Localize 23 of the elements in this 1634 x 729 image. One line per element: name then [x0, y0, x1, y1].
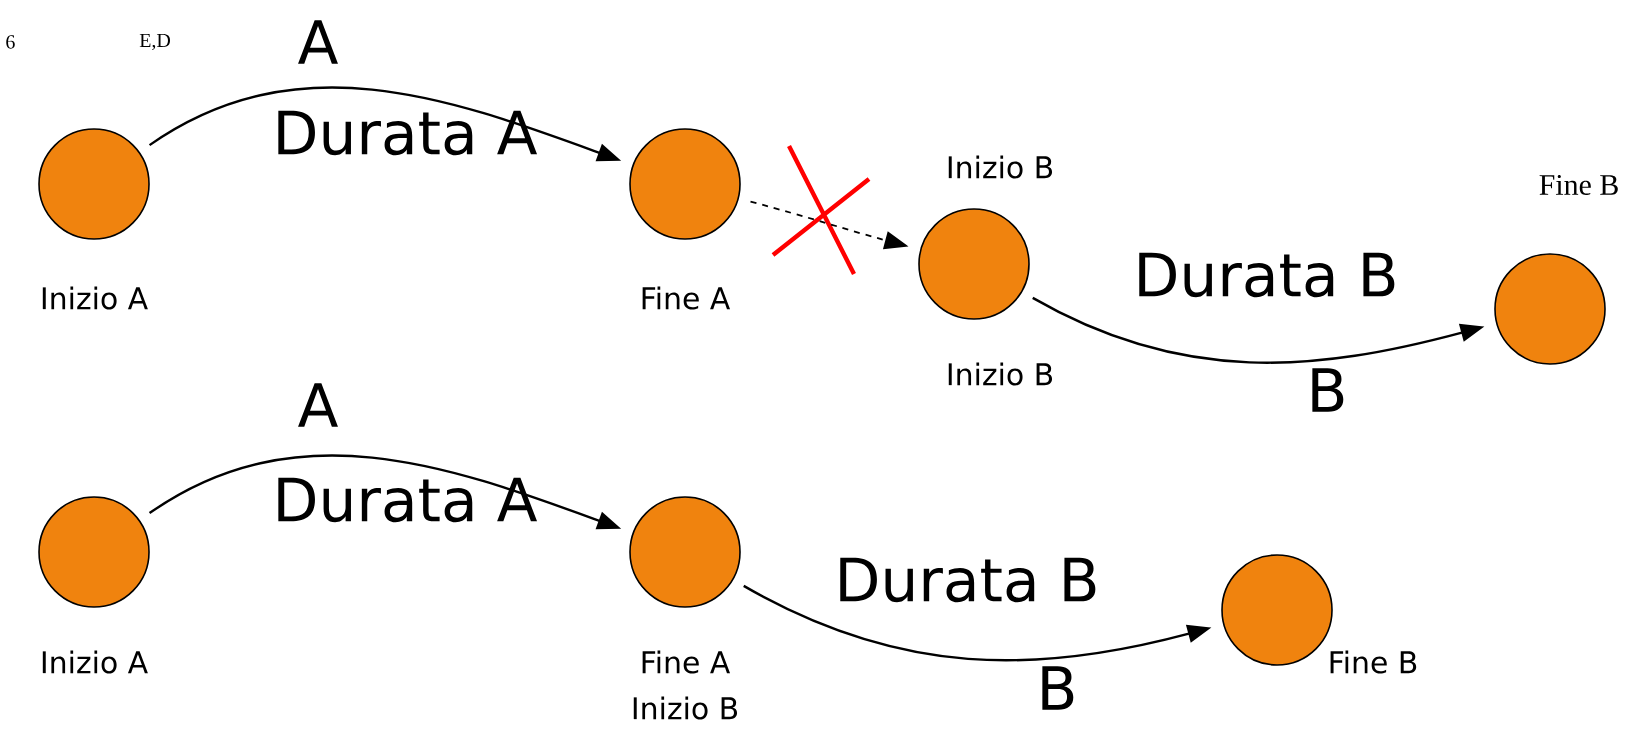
node-label: Fine A — [642, 286, 731, 310]
circle-node — [38, 128, 150, 240]
node-label: Inizio B — [948, 362, 1053, 386]
node-label: Inizio B — [633, 696, 738, 720]
edge-label: B — [1042, 666, 1074, 710]
circle-node — [918, 208, 1030, 320]
circle-node — [1494, 253, 1606, 365]
edge-label: B — [1312, 368, 1344, 412]
node-label: Inizio A — [42, 650, 148, 674]
node-label: Fine B — [1539, 174, 1618, 196]
label: Durata B — [840, 557, 1096, 603]
label: 6 — [6, 35, 15, 49]
edge-label: A — [298, 383, 338, 427]
node-label: Inizio B — [948, 155, 1053, 179]
node-label: Inizio A — [42, 286, 148, 310]
node-label: Fine B — [1330, 650, 1417, 674]
circle-node — [38, 496, 150, 608]
label: Durata B — [1139, 252, 1395, 298]
node-label: Fine A — [642, 650, 731, 674]
label: E,D — [139, 33, 170, 51]
circle-node — [629, 496, 741, 608]
edge-label: A — [298, 20, 338, 64]
circle-node — [629, 128, 741, 240]
